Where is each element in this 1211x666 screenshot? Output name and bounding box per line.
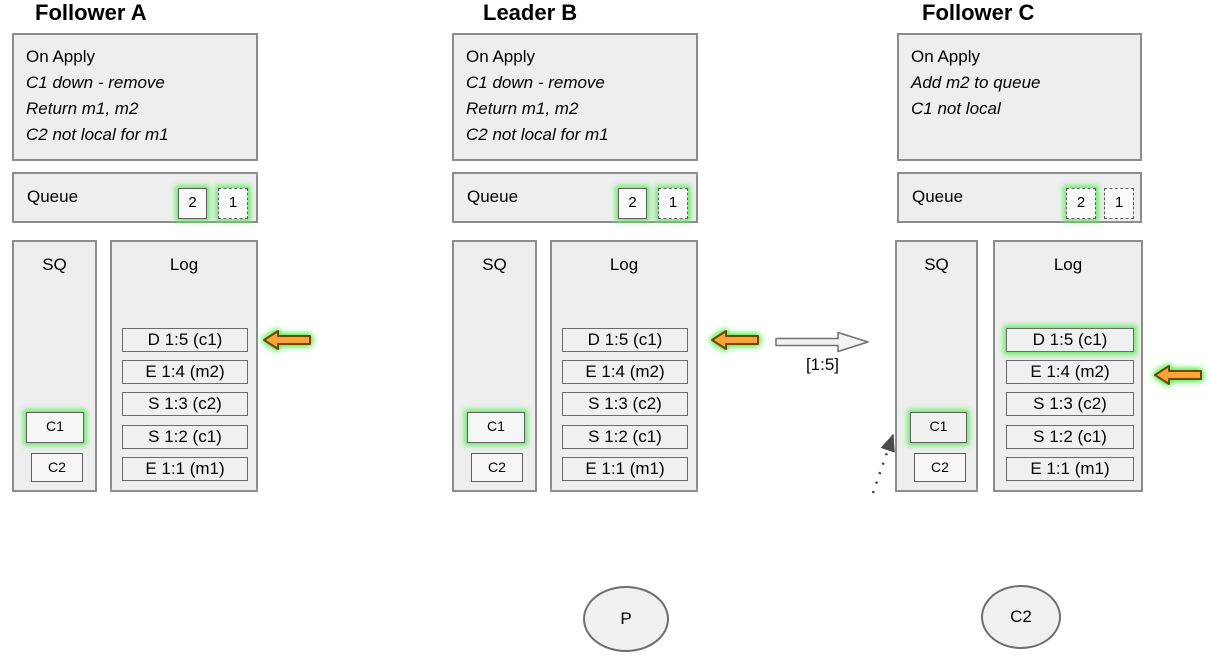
log-label: Log	[609, 255, 639, 274]
sq-label: SQ	[482, 255, 507, 274]
queue-item-1: 1	[1104, 188, 1134, 219]
log-entry: E 1:4 (m2)	[1006, 360, 1134, 384]
log-entry: D 1:5 (c1)	[1006, 328, 1134, 352]
sq-label: SQ	[924, 255, 949, 274]
sq-item-c1: C1	[910, 412, 967, 443]
sq-item-c1: C1	[26, 412, 84, 443]
process-node-p: P	[583, 586, 669, 652]
sq-box: SQ C1 C2	[452, 240, 537, 492]
on-apply-header: On Apply	[26, 47, 95, 66]
process-node-label: C2	[1010, 607, 1032, 626]
log-entry: S 1:2 (c1)	[1006, 425, 1134, 449]
log-entry: E 1:4 (m2)	[122, 360, 248, 384]
log-entry: E 1:1 (m1)	[122, 457, 248, 481]
log-entry: S 1:3 (c2)	[1006, 392, 1134, 416]
replicate-range-label: [1:5]	[805, 355, 840, 374]
dotted-callback-arrow-icon	[871, 433, 895, 494]
queue-item-2: 2	[618, 188, 647, 219]
queue-box: Queue 2 1	[12, 172, 258, 223]
queue-item-2: 2	[178, 188, 207, 219]
log-entry: S 1:3 (c2)	[122, 392, 248, 416]
log-entry: D 1:5 (c1)	[122, 328, 248, 352]
log-box: Log D 1:5 (c1) E 1:4 (m2) S 1:3 (c2) S 1…	[993, 240, 1143, 492]
queue-box: Queue 2 1	[452, 172, 698, 223]
queue-box: Queue 2 1	[897, 172, 1142, 223]
column-title: Follower A	[35, 0, 147, 25]
on-apply-line: Return m1, m2	[466, 99, 579, 118]
queue-label: Queue	[27, 187, 79, 206]
sq-box: SQ C1 C2	[895, 240, 978, 492]
process-node-c2: C2	[981, 585, 1061, 649]
log-entry: S 1:2 (c1)	[122, 425, 248, 449]
log-entry: E 1:4 (m2)	[562, 360, 688, 384]
log-entry: D 1:5 (c1)	[562, 328, 688, 352]
on-apply-box: On Apply C1 down - remove Return m1, m2 …	[12, 33, 258, 161]
log-box: Log D 1:5 (c1) E 1:4 (m2) S 1:3 (c2) S 1…	[110, 240, 258, 492]
column-title: Follower C	[922, 0, 1035, 25]
apply-pointer-arrow-icon	[1154, 365, 1202, 385]
on-apply-line: Return m1, m2	[26, 99, 139, 118]
apply-pointer-arrow-icon	[263, 330, 311, 350]
log-label: Log	[1053, 255, 1083, 274]
sq-item-c2: C2	[914, 453, 966, 482]
on-apply-line: C2 not local for m1	[466, 125, 609, 144]
log-box: Log D 1:5 (c1) E 1:4 (m2) S 1:3 (c2) S 1…	[550, 240, 698, 492]
queue-label: Queue	[467, 187, 519, 206]
on-apply-line: C1 down - remove	[26, 73, 165, 92]
queue-item-1: 1	[658, 188, 688, 219]
sq-box: SQ C1 C2	[12, 240, 97, 492]
log-entry: E 1:1 (m1)	[1006, 457, 1134, 481]
sq-item-c1: C1	[467, 412, 525, 443]
replicate-arrow-icon	[775, 331, 869, 353]
on-apply-line: C2 not local for m1	[26, 125, 169, 144]
log-label: Log	[169, 255, 199, 274]
log-entry: E 1:1 (m1)	[562, 457, 688, 481]
on-apply-line: Add m2 to queue	[911, 73, 1041, 92]
on-apply-line: C1 not local	[911, 99, 1001, 118]
apply-pointer-arrow-icon	[711, 330, 759, 350]
sq-item-c2: C2	[31, 453, 83, 482]
log-entry: S 1:3 (c2)	[562, 392, 688, 416]
on-apply-header: On Apply	[466, 47, 535, 66]
sq-item-c2: C2	[471, 453, 523, 482]
on-apply-box: On Apply Add m2 to queue C1 not local	[897, 33, 1142, 161]
queue-item-2: 2	[1066, 188, 1096, 219]
on-apply-line: C1 down - remove	[466, 73, 605, 92]
queue-label: Queue	[912, 187, 964, 206]
queue-item-1: 1	[218, 188, 248, 219]
process-node-label: P	[620, 609, 632, 628]
on-apply-box: On Apply C1 down - remove Return m1, m2 …	[452, 33, 698, 161]
log-entry: S 1:2 (c1)	[562, 425, 688, 449]
sq-label: SQ	[42, 255, 67, 274]
on-apply-header: On Apply	[911, 47, 980, 66]
column-title: Leader B	[483, 0, 578, 25]
